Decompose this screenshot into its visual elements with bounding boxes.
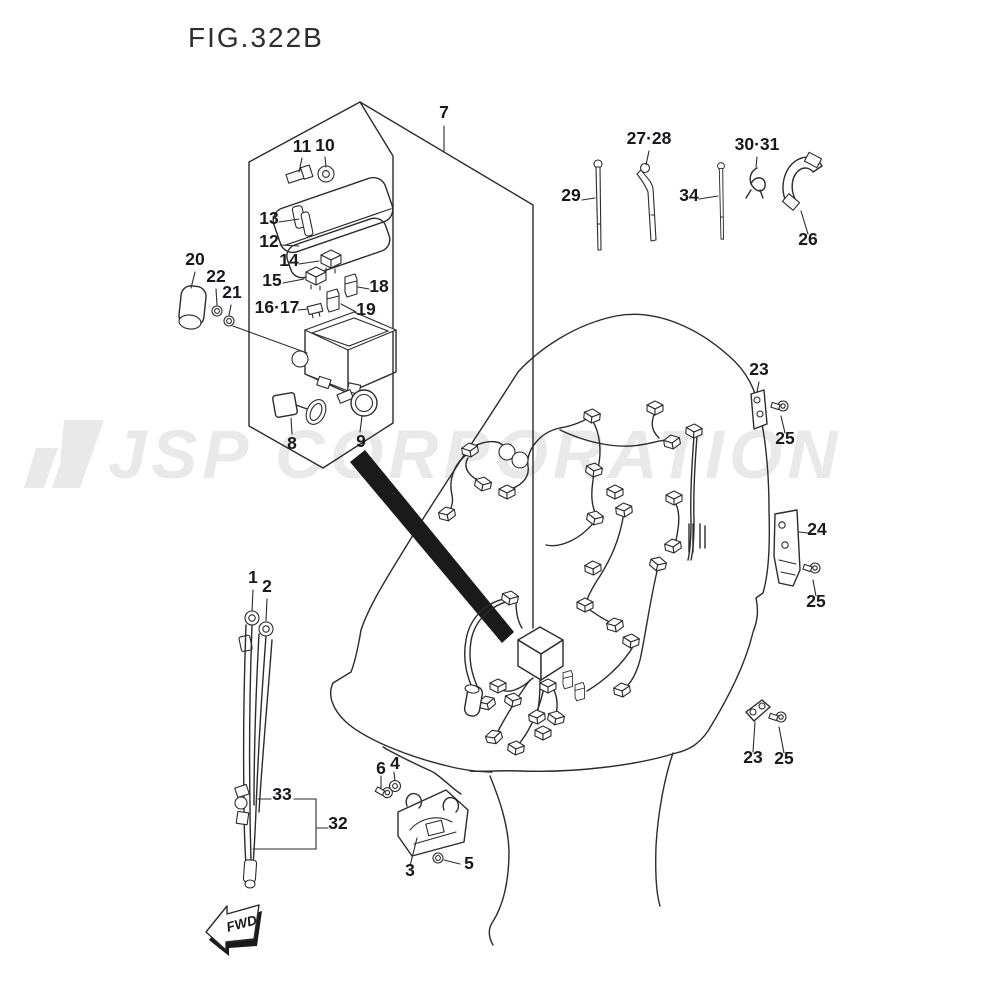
callout-14: 14 xyxy=(279,250,299,270)
callout-10: 10 xyxy=(315,135,335,155)
part-3-bracket xyxy=(397,789,469,857)
callout-4: 4 xyxy=(390,753,400,773)
callout-9: 9 xyxy=(356,431,366,451)
callout-32: 32 xyxy=(328,813,348,833)
callout-25-middle: 25 xyxy=(806,591,826,611)
fwd-arrow: FWD xyxy=(205,904,262,956)
part-16-17-terminal xyxy=(306,302,324,319)
battery-cables xyxy=(234,610,274,889)
callout-24: 24 xyxy=(807,519,827,539)
leader-lines xyxy=(190,125,817,867)
watermark-logo xyxy=(24,420,104,488)
pointer-wedge xyxy=(350,450,514,643)
part-26-clamp xyxy=(781,151,823,211)
figure-title: FIG.322B xyxy=(188,22,324,53)
cable-clamp-parts xyxy=(234,783,250,826)
callout-labels: 7 11 10 13 12 14 15 18 16·17 19 8 9 20 2… xyxy=(185,102,827,880)
callout-15: 15 xyxy=(262,270,282,290)
callout-34: 34 xyxy=(679,185,699,205)
callout-21: 21 xyxy=(222,282,242,302)
part-29-cable-tie xyxy=(593,159,603,251)
callout-16-17: 16·17 xyxy=(255,297,300,317)
callout-8: 8 xyxy=(287,433,297,453)
part-23-bracket-upper xyxy=(750,389,768,430)
cable-end-connector xyxy=(242,859,258,889)
fuse-box-parts xyxy=(272,164,397,425)
callout-30-31: 30·31 xyxy=(735,134,780,154)
part-21-nut xyxy=(223,315,235,327)
callout-33: 33 xyxy=(272,784,292,804)
callout-26: 26 xyxy=(798,229,818,249)
callout-27-28: 27·28 xyxy=(627,128,672,148)
wiring-harness xyxy=(437,400,706,757)
left-parts xyxy=(178,285,235,330)
part-1-ring-terminal xyxy=(244,610,260,626)
callout-5: 5 xyxy=(464,853,474,873)
callout-29: 29 xyxy=(561,185,581,205)
callout-22: 22 xyxy=(206,266,226,286)
callout-23-lower: 23 xyxy=(743,747,763,767)
projection-line-7 xyxy=(359,101,534,629)
part-8-bolt-ring xyxy=(272,392,327,425)
harness-connectors xyxy=(437,400,704,757)
part-13-latch xyxy=(291,205,314,237)
top-right-parts xyxy=(593,151,823,251)
part-19-fuse xyxy=(326,288,340,313)
callout-7: 7 xyxy=(439,102,449,122)
outboard-outline xyxy=(329,313,771,946)
part-15-relay xyxy=(305,266,327,291)
callout-11: 11 xyxy=(293,136,312,156)
part-20-boot xyxy=(178,285,207,330)
part-13-cover xyxy=(272,176,394,254)
callout-19: 19 xyxy=(356,299,376,319)
bottom-bracket-parts xyxy=(373,779,469,864)
part-25-bolt-middle xyxy=(802,562,821,574)
part-4-washer xyxy=(388,779,402,793)
part-9-grommet xyxy=(336,389,378,417)
part-11-clip xyxy=(285,164,314,184)
callout-23-upper: 23 xyxy=(749,359,769,379)
part-22-nut xyxy=(211,305,223,317)
part-2-ring-terminal xyxy=(258,621,274,637)
callout-20: 20 xyxy=(185,249,205,269)
part-23-bracket-lower xyxy=(745,699,771,722)
callout-25-lower: 25 xyxy=(774,748,794,768)
callout-2: 2 xyxy=(262,576,272,596)
watermark: JSP CORPORATION xyxy=(24,416,837,493)
harness-boot xyxy=(463,684,484,717)
callout-13: 13 xyxy=(259,208,279,228)
part-18-fuse xyxy=(344,273,358,298)
part-30-31-clip xyxy=(745,167,766,199)
callout-25-upper: 25 xyxy=(775,428,795,448)
part-10-grommet xyxy=(317,165,335,183)
part-5-nut xyxy=(432,852,444,864)
part-27-28-cable-tie xyxy=(636,162,657,242)
part-24-bracket xyxy=(773,509,801,587)
part-25-bolt-lower xyxy=(768,711,787,723)
callout-18: 18 xyxy=(369,276,389,296)
callout-12: 12 xyxy=(259,231,279,251)
callout-1: 1 xyxy=(248,567,258,587)
callout-3: 3 xyxy=(405,860,415,880)
part-25-bolt-upper xyxy=(770,400,789,412)
part-34-cable-tie xyxy=(717,162,725,240)
part-14-relay xyxy=(320,249,342,274)
leg-rear-edge xyxy=(655,752,674,907)
right-side-parts xyxy=(745,389,821,723)
detail-box xyxy=(248,101,534,629)
part-12-gasket xyxy=(286,217,391,279)
leg-front-edge xyxy=(488,775,510,946)
harness-relay-box xyxy=(517,626,564,681)
callout-6: 6 xyxy=(376,758,386,778)
fuse-box-body xyxy=(291,311,397,395)
